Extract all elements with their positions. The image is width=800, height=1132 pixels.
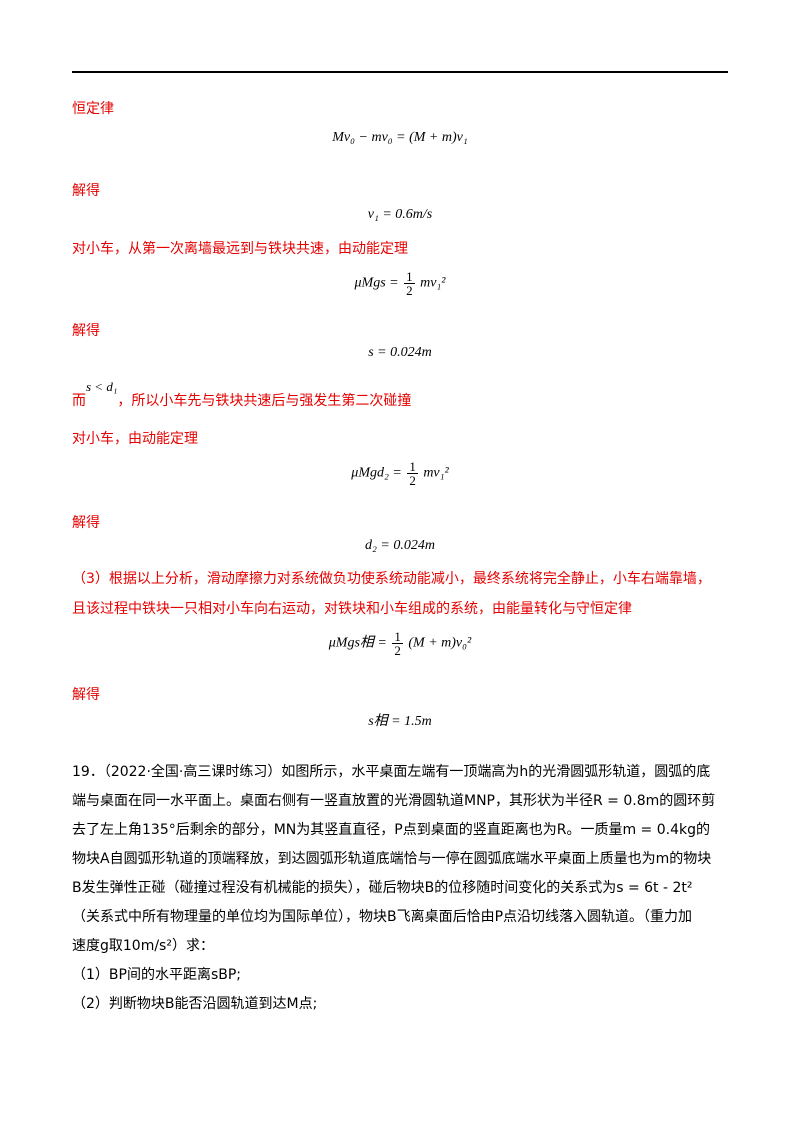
question-line: 19．（2022·全国·高三课时练习）如图所示，水平桌面左端有一顶端高为h的光滑…	[72, 764, 711, 780]
question-line: 物块A自圆弧形轨道的顶端释放，到达圆弧形轨道底端恰与一停在圆弧底端水平桌面上质量…	[72, 851, 712, 867]
equation-momentum: Mv₀ − mv₀ = (M + m)v₁	[332, 130, 468, 145]
question-part-2: （2）判断物块B能否沿圆轨道到达M点;	[72, 996, 318, 1012]
question-19: 19．（2022·全国·高三课时练习）如图所示，水平桌面左端有一顶端高为h的光滑…	[72, 758, 732, 1019]
question-line: （关系式中所有物理量的单位均为国际单位），物块B飞离桌面后恰由P点沿切线落入圆轨…	[72, 909, 693, 925]
question-line: 速度g取10m/s²）求：	[72, 938, 214, 954]
part3-line1: （3）根据以上分析，滑动摩擦力对系统做负功使系统动能减小，最终系统将完全静止，小…	[72, 571, 711, 587]
inequality: s < d₁	[86, 379, 118, 394]
label-solve-2: 解得	[72, 323, 100, 339]
label-solve-4: 解得	[72, 687, 100, 703]
equation-d2: d₂ = 0.024m	[365, 538, 435, 553]
label-kinetic-theorem-2: 对小车，由动能定理	[72, 431, 198, 447]
question-line: 端与桌面在同一水平面上。桌面右侧有一竖直放置的光滑圆轨道MNP，其形状为半径R …	[72, 793, 716, 809]
part3-line2: 且该过程中铁块一只相对小车向右运动，对铁块和小车组成的系统，由能量转化与守恒定律	[72, 601, 632, 617]
question-line: 去了左上角135°后剩余的部分，MN为其竖直直径，P点到桌面的竖直距离也为R。一…	[72, 822, 710, 838]
equation-s: s = 0.024m	[368, 345, 432, 360]
equation-s-relative: s相 = 1.5m	[368, 714, 432, 729]
header-rule	[72, 71, 728, 73]
label-solve-1: 解得	[72, 183, 100, 199]
question-part-1: （1）BP间的水平距离sBP;	[72, 967, 242, 983]
label-solve-3: 解得	[72, 515, 100, 531]
equation-v1: v₁ = 0.6m/s	[367, 207, 433, 222]
label-kinetic-theorem-1: 对小车，从第一次离墙最远到与铁块共速，由动能定理	[72, 241, 408, 257]
question-line: B发生弹性正碰（碰撞过程没有机械能的损失），碰后物块B的位移随时间变化的关系式为…	[72, 880, 693, 896]
label-conservation: 恒定律	[72, 101, 114, 117]
condition-line: 而s < d₁，所以小车先与铁块共速后与强发生第二次碰撞	[72, 379, 412, 409]
